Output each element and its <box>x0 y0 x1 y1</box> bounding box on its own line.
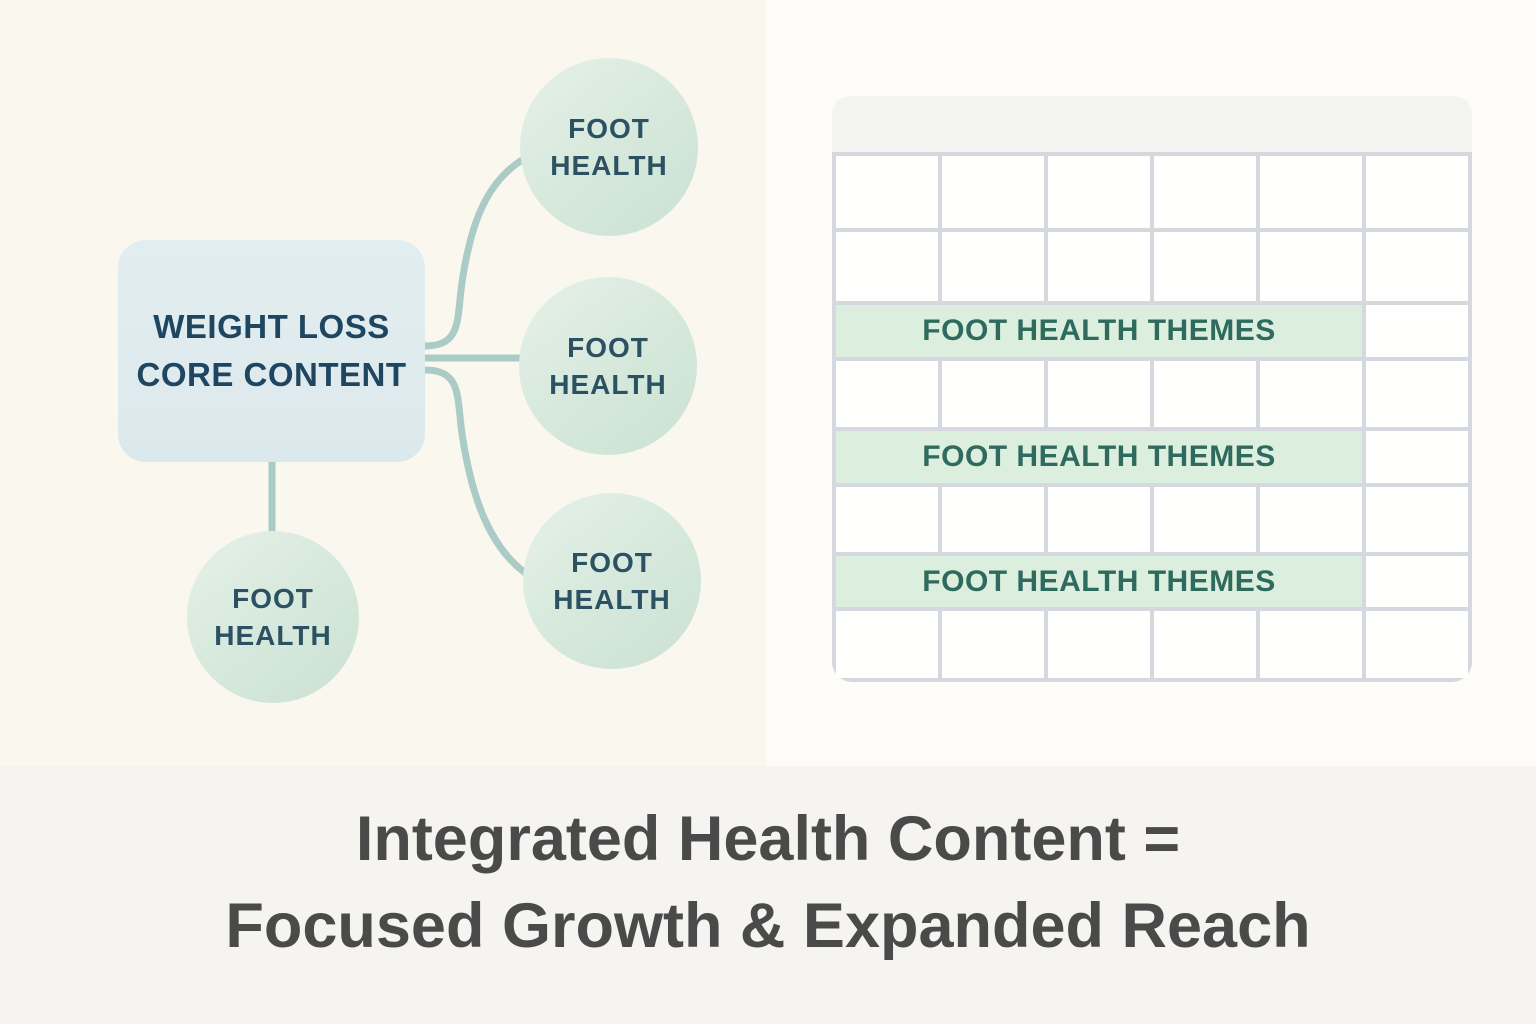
calendar-cell <box>1048 611 1150 678</box>
calendar-cell <box>942 611 1044 678</box>
foot-health-node-below: FOOT HEALTH <box>187 531 359 703</box>
calendar-cell <box>1154 361 1256 427</box>
connector-top <box>421 150 537 350</box>
calendar-cell <box>1154 156 1256 228</box>
caption-line2: Focused Growth & Expanded Reach <box>225 891 1311 961</box>
calendar-cell <box>1048 487 1150 552</box>
connector-bottom-right <box>421 366 544 586</box>
calendar-cell <box>1260 232 1362 301</box>
calendar-cell <box>836 487 938 552</box>
node-label-line1: FOOT <box>571 547 653 578</box>
calendar-cell <box>1154 611 1256 678</box>
calendar-cell <box>1260 361 1362 427</box>
calendar-cell <box>1048 232 1150 301</box>
calendar-cell <box>1048 361 1150 427</box>
caption-line1: Integrated Health Content = <box>355 804 1181 874</box>
node-label-line2: HEALTH <box>550 150 668 181</box>
node-label-line2: HEALTH <box>553 584 671 615</box>
caption: Integrated Health Content = Focused Grow… <box>0 796 1536 970</box>
calendar-header-bar <box>832 96 1472 152</box>
calendar-cell <box>1366 156 1468 228</box>
calendar-cell <box>1366 611 1468 678</box>
calendar-cell <box>1366 305 1468 357</box>
theme-row-banner: FOOT HEALTH THEMES <box>836 431 1362 483</box>
connector-lines <box>268 150 564 586</box>
calendar-cell <box>1366 361 1468 427</box>
calendar-cell <box>1366 232 1468 301</box>
calendar-cell <box>836 611 938 678</box>
calendar-cell <box>1260 156 1362 228</box>
center-node-weight-loss: WEIGHT LOSS CORE CONTENT <box>118 240 425 462</box>
foot-health-node-bottom-right: FOOT HEALTH <box>523 493 701 669</box>
caption-band-background <box>0 766 1536 1024</box>
calendar-cell <box>942 487 1044 552</box>
foot-health-node-top: FOOT HEALTH <box>520 58 698 236</box>
calendar-cell <box>836 361 938 427</box>
calendar-cell <box>1260 611 1362 678</box>
calendar-cell <box>1154 487 1256 552</box>
calendar-cell <box>942 156 1044 228</box>
calendar-cell <box>1366 556 1468 607</box>
theme-row-banner: FOOT HEALTH THEMES <box>836 305 1362 357</box>
calendar-cell <box>942 232 1044 301</box>
calendar-cell <box>1366 431 1468 483</box>
calendar-cell <box>1366 487 1468 552</box>
node-label-line2: HEALTH <box>549 369 667 400</box>
center-node-label-line2: CORE CONTENT <box>136 356 407 393</box>
calendar-cell <box>836 232 938 301</box>
content-calendar: FOOT HEALTH THEMES FOOT HEALTH THEMES FO… <box>832 96 1472 682</box>
node-label-line2: HEALTH <box>214 620 332 651</box>
center-node-label-line1: WEIGHT LOSS <box>153 308 390 345</box>
theme-row-banner: FOOT HEALTH THEMES <box>836 556 1362 607</box>
node-label-line1: FOOT <box>567 332 649 363</box>
calendar-cell <box>1260 487 1362 552</box>
calendar-grid: FOOT HEALTH THEMES FOOT HEALTH THEMES FO… <box>832 152 1472 682</box>
calendar-cell <box>1154 232 1256 301</box>
node-label-line1: FOOT <box>232 583 314 614</box>
calendar-cell <box>942 361 1044 427</box>
node-label-line1: FOOT <box>568 113 650 144</box>
foot-health-node-middle: FOOT HEALTH <box>519 277 697 455</box>
calendar-cell <box>1048 156 1150 228</box>
calendar-cell <box>836 156 938 228</box>
